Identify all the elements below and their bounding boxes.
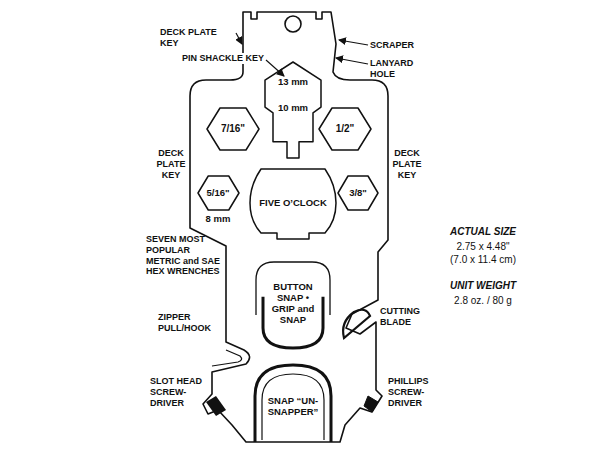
part-label: 2.75 x 4.48" [428,241,538,253]
five-oclock-wrench: FIVE O’CLOCK [247,165,339,241]
part-label: SEVEN MOST POPULAR METRIC and SAE HEX WR… [146,234,224,277]
slot-screwdriver [206,396,226,416]
node-text: SNAP “UN-SNAPPER” [265,396,321,418]
outline [198,176,239,210]
outline [250,169,336,239]
part-label: SCRAPER [370,40,430,51]
part-label: LANYARD HOLE [370,58,420,80]
part-label: PHILLIPS SCREW-DRIVER [388,376,444,408]
node-text: 10 mm [278,103,308,114]
part-label: DECK PLATE KEY [391,148,423,180]
outline [265,62,321,158]
outline [338,176,378,210]
lanyard-hole [285,16,301,32]
inner-outline [262,374,324,440]
part-label: PIN SHACKLE KEY [181,53,265,64]
zipper-hook [212,350,242,366]
node-text: 3/8" [349,188,367,199]
hex-wrench: 7/16" [207,108,259,150]
button-snap-tool: BUTTON SNAP • GRIP and SNAP [250,258,336,350]
part-label: UNIT WEIGHT [428,280,538,292]
leader-line [236,33,242,44]
part-label: (7.0 x 11.4 cm) [428,254,538,266]
hex-wrench: 5/16" [198,176,239,210]
leader-line [336,58,368,64]
cutting-blade [343,310,370,338]
leader-line [339,40,368,45]
node-text: 5/16" [207,188,230,199]
node-text: 7/16" [221,123,245,135]
hex-wrench: 1/2" [319,108,371,150]
phillips-screwdriver [364,396,378,412]
part-label: 8 mm [200,213,236,224]
node-text: 1/2" [336,123,355,135]
node-text: FIVE O’CLOCK [259,198,327,209]
part-label: DECK PLATE KEY [160,27,236,49]
pin-shackle-key: 13 mm 10 mm [265,62,321,158]
card-outline [190,12,388,442]
part-label: 2.8 oz. / 80 g [428,295,538,307]
part-label: CUTTING BLADE [380,306,432,328]
node-text: BUTTON SNAP • GRIP and SNAP [268,282,318,326]
outline [207,108,259,150]
part-label: DECK PLATE KEY [155,148,187,180]
part-label: SLOT HEAD SCREW-DRIVER [150,376,202,408]
part-label: ACTUAL SIZE [428,226,538,238]
outline [255,365,331,442]
outline [319,108,371,150]
hex-wrench: 3/8" [338,176,378,210]
snap-unsnapper: SNAP “UN-SNAPPER” [250,362,336,442]
node-text: 13 mm [278,77,308,88]
part-label: ZIPPER PULL/HOOK [158,312,220,334]
